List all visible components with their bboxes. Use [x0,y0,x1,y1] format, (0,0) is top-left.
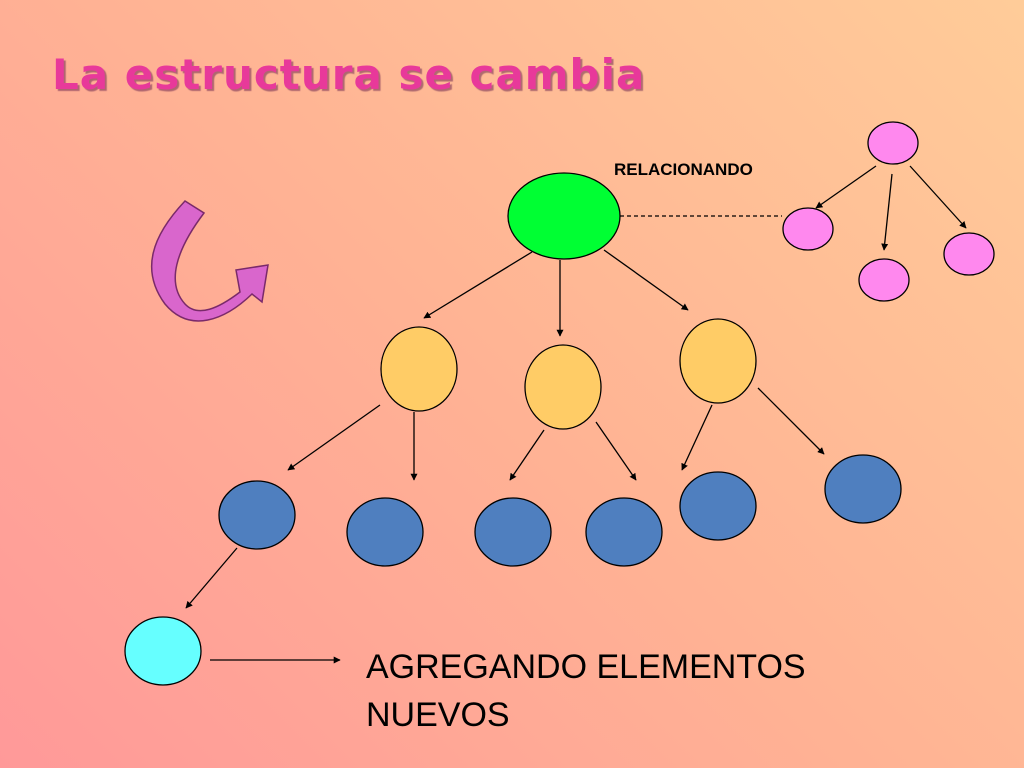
orange-node [380,326,458,412]
adding-label-line2: NUEVOS [366,696,510,734]
arrow-pink-to-left [815,165,877,209]
pink-node [858,258,910,302]
arrow-middle-to-blue3 [509,429,545,481]
blue-node [218,480,296,550]
root-node [507,172,621,260]
pink-node [943,232,995,276]
blue-node [824,454,902,524]
blue-node [346,497,424,567]
slide-title: La estructura se cambia [52,50,646,99]
arrow-right-to-blue6 [757,387,825,455]
curved-arrow-icon [150,200,269,322]
blue-node [679,471,757,541]
pink-node [782,207,834,251]
arrow-pink-to-bottom [881,173,893,251]
arrow-root-to-left [423,251,533,319]
arrow-root-to-right [603,249,689,311]
arrow-left-to-blue1 [287,404,381,471]
relating-label: RELACIONANDO [614,160,753,179]
arrow-right-to-blue5 [681,404,713,471]
new-element-node [124,616,202,686]
pink-node [867,121,919,165]
adding-label-line1: AGREGANDO ELEMENTOS [366,648,806,686]
arrow-pink-to-right [909,165,967,229]
nodes [124,121,995,686]
arrow-blue1-to-new [185,547,238,609]
orange-node [524,344,602,430]
orange-node [679,318,757,404]
arrow-middle-to-blue4 [595,421,637,481]
blue-node [585,497,663,567]
blue-node [474,497,552,567]
connectors [185,165,967,664]
